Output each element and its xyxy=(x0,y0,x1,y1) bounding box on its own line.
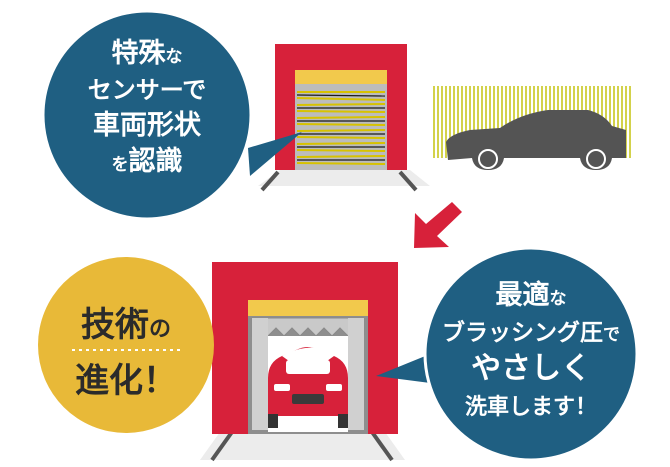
svg-text:技術の: 技術の xyxy=(81,305,171,345)
red-car-icon xyxy=(268,347,348,428)
rail-left xyxy=(260,170,280,192)
bubble3-line1-main: 最適 xyxy=(496,279,550,311)
gantry-floor-shadow xyxy=(258,170,430,186)
bubble-tail xyxy=(248,132,302,176)
speech-bubble-sensor: 特殊な センサーで 車両形状 を認識 xyxy=(41,9,302,221)
svg-text:特殊な: 特殊な xyxy=(112,38,183,69)
badge-line1-main: 技術 xyxy=(81,305,149,345)
gantry-floor-shadow-bottom xyxy=(200,432,405,460)
gantry-header-bottom xyxy=(248,300,368,316)
badge-line1-particle: の xyxy=(149,317,171,342)
bubble3-line2-particle: で xyxy=(603,325,620,345)
diagonal-arrow-icon xyxy=(414,202,462,248)
svg-text:ブラッシング圧で: ブラッシング圧で xyxy=(442,319,620,346)
rail-right xyxy=(398,170,418,192)
bubble1-line1-main: 特殊 xyxy=(112,38,167,69)
brush-left xyxy=(252,318,268,430)
car-wheel-rear xyxy=(586,149,606,169)
brush-right xyxy=(348,318,364,430)
bubble3-line4: 洗車します！ xyxy=(465,395,597,420)
bubble3-line2-main: ブラッシング圧 xyxy=(442,319,603,346)
badge-line2: 進化！ xyxy=(75,361,177,401)
svg-text:を認識: を認識 xyxy=(112,145,183,177)
scanned-car xyxy=(433,86,631,170)
speech-bubble-brushing: 最適な ブラッシング圧で やさしく 洗車します！ xyxy=(376,246,639,462)
sensor-beams xyxy=(296,91,386,165)
bubble1-line4-main: 認識 xyxy=(129,145,183,177)
bubble1-line1-particle: な xyxy=(166,47,183,67)
bubble1-line2: センサーで xyxy=(88,76,207,104)
badge-circle xyxy=(38,257,214,433)
car-wheel-front xyxy=(478,149,498,169)
svg-text:最適な: 最適な xyxy=(496,279,567,311)
bubble1-line3: 車両形状 xyxy=(93,110,202,141)
gantry-header xyxy=(295,70,387,84)
bubble1-line4-particle: を xyxy=(112,155,129,175)
bubble3-circle xyxy=(423,246,639,462)
bubble3-line3: やさしく xyxy=(471,351,591,386)
rail-right-bottom xyxy=(370,430,394,462)
rail-left-bottom xyxy=(210,430,234,462)
sensor-gantry xyxy=(258,44,430,192)
bubble3-line1-particle: な xyxy=(550,289,567,309)
badge-tech-evolution: 技術の 進化！ xyxy=(38,257,214,433)
bubble-circle xyxy=(41,9,253,221)
